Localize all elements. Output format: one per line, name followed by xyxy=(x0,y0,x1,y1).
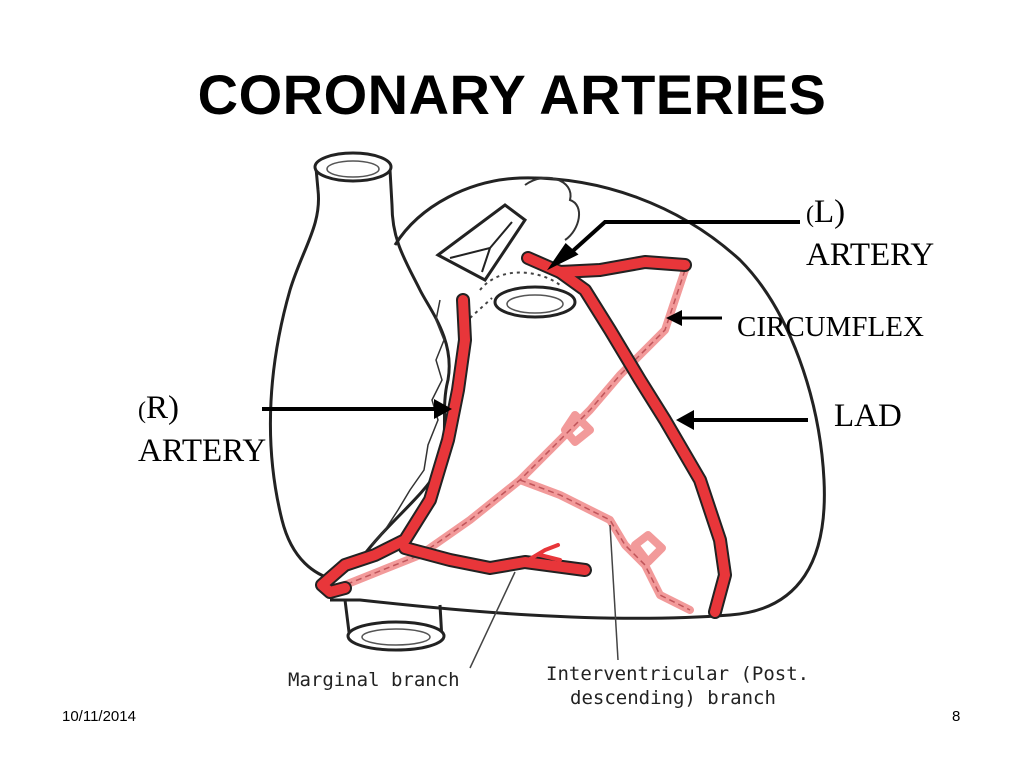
right-artery-arrow xyxy=(262,399,452,419)
slide-title: CORONARY ARTERIES xyxy=(197,63,827,126)
slide-date: 10/11/2014 xyxy=(62,708,136,725)
interventricular-caption-line2: descending) branch xyxy=(570,687,776,709)
marginal-twigs xyxy=(523,543,562,564)
left-artery-arrow xyxy=(546,220,800,271)
right-artery-label-line2: ARTERY xyxy=(138,433,267,469)
pulmonary-valve xyxy=(435,203,528,282)
interventricular-caption-line1: Interventricular (Post. xyxy=(546,663,810,685)
slide-page-number: 8 xyxy=(952,708,961,725)
interventricular-leader-line xyxy=(609,524,619,661)
lad-arrow xyxy=(676,410,808,430)
left-artery-label-line2: ARTERY xyxy=(806,237,935,273)
marginal-branch-caption: Marginal branch xyxy=(288,669,460,691)
left-artery-label: (L) ARTERY xyxy=(806,194,935,273)
heart-outline xyxy=(330,176,826,620)
lad-label: LAD xyxy=(834,398,902,434)
circumflex-arrow xyxy=(666,310,722,326)
circumflex-label: CIRCUMFLEX xyxy=(737,311,924,343)
aortic-opening xyxy=(493,285,577,319)
right-artery-label: (R) ARTERY xyxy=(138,390,267,469)
marginal-leader-line xyxy=(469,571,516,669)
aorta-jagged-edge xyxy=(371,299,445,546)
